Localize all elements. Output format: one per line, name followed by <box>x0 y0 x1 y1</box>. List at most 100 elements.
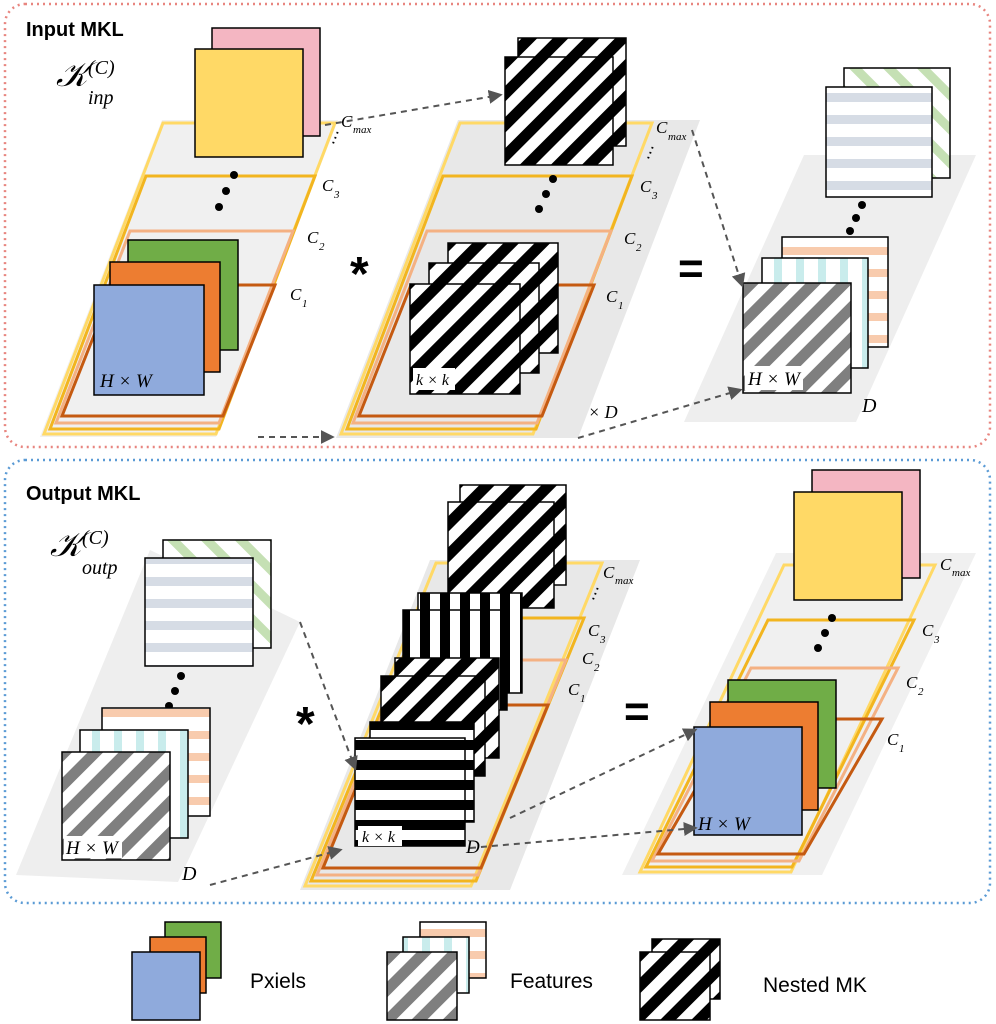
dot <box>222 187 230 195</box>
dot <box>814 644 822 652</box>
output-panel-border <box>3 458 992 905</box>
times-d-label: × D <box>588 402 618 422</box>
svg-text:C: C <box>940 555 952 574</box>
legend-features-label: Features <box>510 970 593 993</box>
svg-text:2: 2 <box>319 241 325 253</box>
legend: Pxiels Features Nested MK <box>131 921 867 1021</box>
output-feature-input-group: H × W D <box>16 539 300 885</box>
svg-text:1: 1 <box>302 298 308 310</box>
hw-label: H × W <box>99 371 154 392</box>
pixel-yellow <box>793 491 903 601</box>
equals-operator: = <box>678 244 704 293</box>
svg-text:max: max <box>353 124 371 136</box>
svg-text:max: max <box>668 131 686 143</box>
input-panel-border <box>3 2 992 449</box>
svg-text:C: C <box>887 730 899 749</box>
dot <box>858 201 866 209</box>
cmax-frame <box>302 561 605 888</box>
cmax-frame <box>41 121 338 436</box>
d-label: D <box>861 395 877 417</box>
svg-text:3: 3 <box>599 634 606 646</box>
kk-label: k × k <box>362 829 396 846</box>
legend-nested: Nested MK <box>639 938 867 1021</box>
svg-text:C: C <box>568 680 580 699</box>
legend-nested-label: Nested MK <box>763 974 867 997</box>
dot <box>230 171 238 179</box>
svg-text:C: C <box>656 118 668 137</box>
svg-text:C: C <box>922 621 934 640</box>
svg-text:C: C <box>906 673 918 692</box>
svg-text:1: 1 <box>580 693 586 705</box>
conv-operator: * <box>350 248 369 301</box>
kernel-inp-symbol: 𝒦 (C) inp <box>56 57 115 109</box>
c2-frame <box>350 229 614 425</box>
dot <box>542 190 550 198</box>
input-feature-group: H × W D <box>684 67 976 422</box>
feature-map <box>144 557 254 667</box>
input-arrows <box>258 89 746 444</box>
dot <box>846 227 854 235</box>
c3-frame <box>344 174 635 431</box>
cmax-frame <box>637 563 938 874</box>
c1-frame <box>356 283 597 418</box>
svg-text:2: 2 <box>594 662 600 674</box>
svg-text:C: C <box>606 287 618 306</box>
dot <box>215 203 223 211</box>
svg-text:max: max <box>615 575 633 587</box>
input-panel-title: Input MKL <box>26 19 124 41</box>
svg-text:outp: outp <box>82 557 118 579</box>
dot <box>549 175 557 183</box>
svg-text:C: C <box>307 228 319 247</box>
nested-kernel <box>504 56 614 166</box>
svg-text:3: 3 <box>651 190 658 202</box>
d-label: D <box>181 863 197 885</box>
svg-text:2: 2 <box>918 686 924 698</box>
hw-label: H × W <box>65 838 120 859</box>
kernel-outp-symbol: 𝒦 (C) outp <box>50 527 118 579</box>
svg-text:C: C <box>582 649 594 668</box>
legend-pixels: Pxiels <box>131 921 306 1021</box>
hw-label: H × W <box>747 369 802 390</box>
dot <box>171 687 179 695</box>
svg-text:1: 1 <box>899 743 905 755</box>
legend-features: Features <box>386 921 593 1021</box>
svg-text:(C): (C) <box>88 57 115 79</box>
nested-kernel <box>447 501 555 609</box>
legend-pixels-label: Pxiels <box>250 970 306 993</box>
vdots-cmax: ⋯ <box>640 142 662 163</box>
feature-map <box>825 86 933 198</box>
svg-text:C: C <box>603 563 615 582</box>
svg-text:C: C <box>290 285 302 304</box>
svg-text:3: 3 <box>933 634 940 646</box>
svg-text:3: 3 <box>333 189 340 201</box>
pixel-blue <box>93 284 205 396</box>
output-panel-title: Output MKL <box>26 483 140 505</box>
svg-text:C: C <box>588 621 600 640</box>
svg-text:(C): (C) <box>82 527 109 549</box>
cmax-frame <box>338 121 655 436</box>
vdots-cmax: ⋯ <box>325 127 347 148</box>
svg-text:1: 1 <box>618 300 624 312</box>
pixel-yellow <box>194 48 304 158</box>
c3-frame <box>47 174 318 431</box>
hw-label: H × W <box>697 814 752 835</box>
conv-operator: * <box>296 698 315 751</box>
svg-text:max: max <box>952 567 970 579</box>
dot <box>535 205 543 213</box>
dot <box>852 214 860 222</box>
vdots-cmax: ⋯ <box>585 583 607 604</box>
svg-text:2: 2 <box>636 242 642 254</box>
svg-text:C: C <box>624 229 636 248</box>
svg-text:C: C <box>640 177 652 196</box>
svg-text:inp: inp <box>88 87 114 109</box>
equals-operator: = <box>624 687 650 736</box>
dot <box>177 672 185 680</box>
